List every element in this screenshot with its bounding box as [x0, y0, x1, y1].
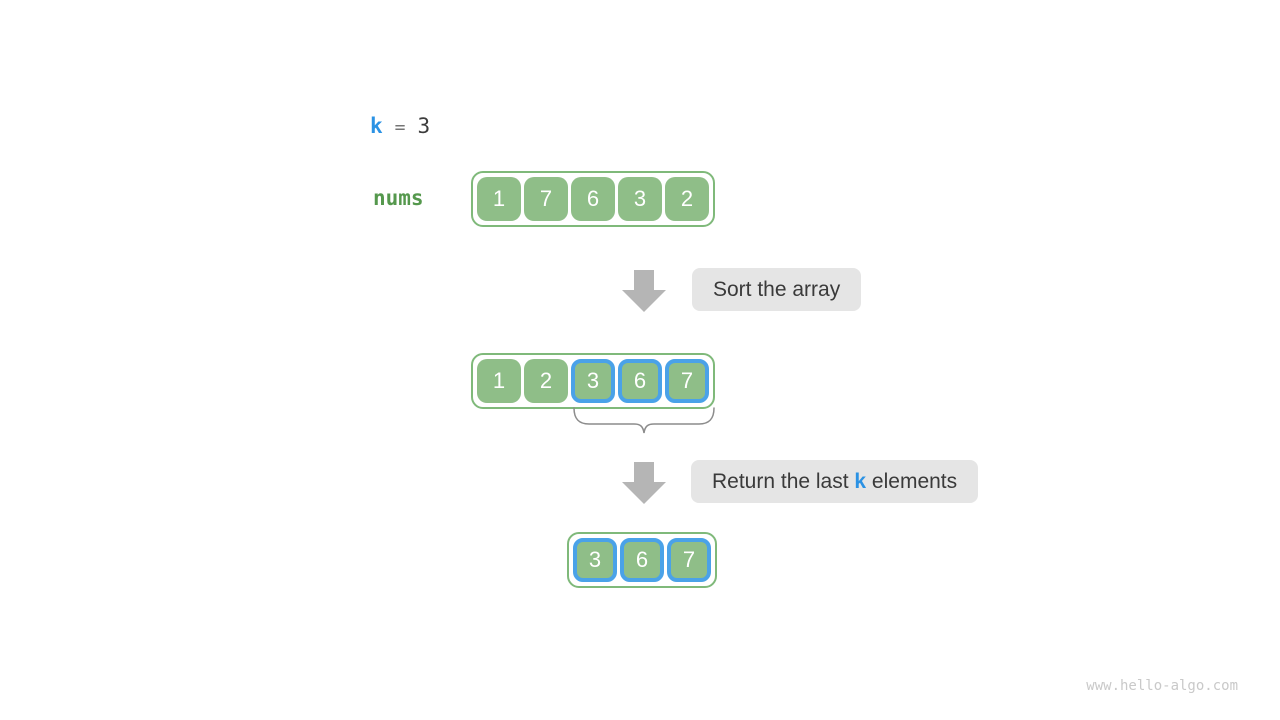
array-cell-highlighted: 6: [618, 359, 662, 403]
nums-array-label: nums: [373, 186, 424, 210]
return-step-label-prefix: Return the last: [712, 469, 855, 493]
array-cell: 2: [524, 359, 568, 403]
array-cell-highlighted: 3: [571, 359, 615, 403]
equals-sign: =: [394, 117, 406, 138]
array-cell: 6: [571, 177, 615, 221]
down-arrow-icon: [622, 270, 666, 312]
sort-step-note: Sort the array: [692, 268, 862, 311]
array-result: 3 6 7: [567, 532, 717, 588]
return-step-label-k: k: [854, 469, 867, 493]
array-cell: 3: [618, 177, 662, 221]
array-sorted: 1 2 3 6 7: [471, 353, 715, 409]
return-step-note: Return the last k elements: [691, 460, 979, 503]
site-watermark: www.hello-algo.com: [1086, 678, 1238, 694]
array-cell-highlighted: 3: [573, 538, 617, 582]
k-variable-line: k = 3: [370, 114, 430, 138]
under-brace: [573, 407, 715, 434]
sort-step-label: Sort the array: [713, 277, 841, 301]
array-cell: 1: [477, 177, 521, 221]
return-step-label-suffix: elements: [866, 469, 958, 493]
array-cell-highlighted: 7: [667, 538, 711, 582]
array-cell: 2: [665, 177, 709, 221]
k-variable-value: 3: [417, 114, 431, 138]
k-variable-name: k: [370, 114, 383, 138]
array-cell-highlighted: 7: [665, 359, 709, 403]
down-arrow-icon: [622, 462, 666, 504]
array-cell: 1: [477, 359, 521, 403]
array-original: 1 7 6 3 2: [471, 171, 715, 227]
array-cell: 7: [524, 177, 568, 221]
array-cell-highlighted: 6: [620, 538, 664, 582]
